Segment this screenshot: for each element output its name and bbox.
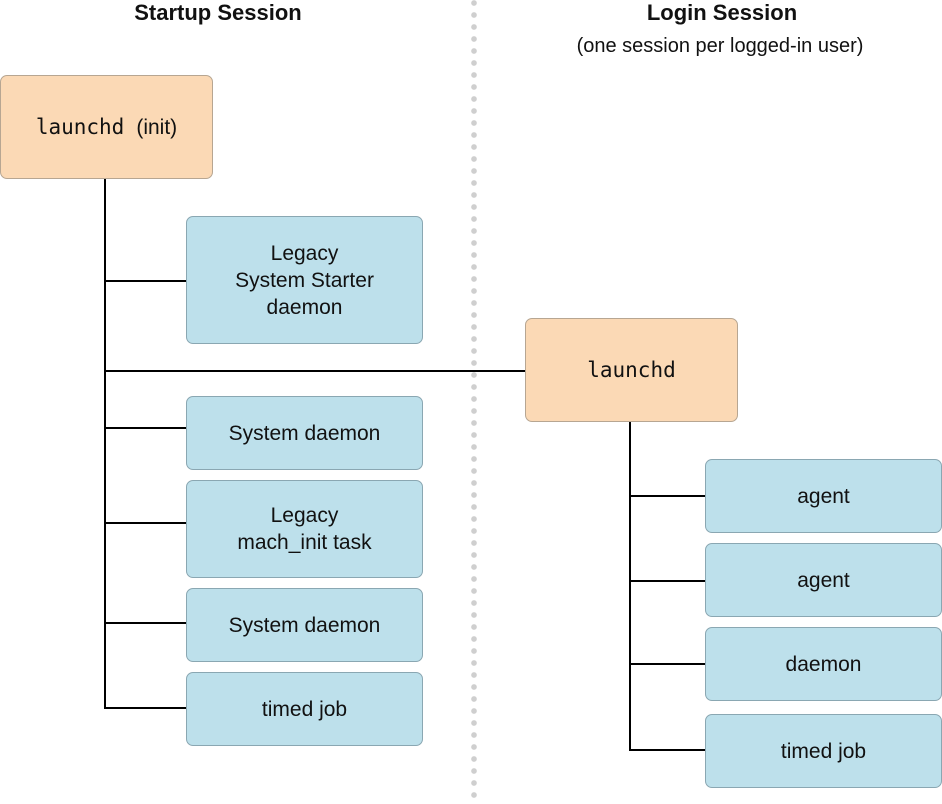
startup-branch-line — [104, 427, 187, 429]
cross-session-line — [104, 370, 526, 372]
system-daemon-box: System daemon — [186, 588, 423, 662]
legacy-mach-init-box: Legacy mach_init task — [186, 480, 423, 578]
startup-branch-line — [104, 707, 187, 709]
login-branch-line — [629, 495, 706, 497]
startup-branch-line — [104, 622, 187, 624]
login-branch-line — [629, 663, 706, 665]
login-branch-line — [629, 580, 706, 582]
login-trunk-line — [629, 421, 631, 751]
timed-job-box: timed job — [705, 714, 942, 788]
login-session-subtitle: (one session per logged-in user) — [576, 35, 864, 57]
startup-branch-line — [104, 522, 187, 524]
system-daemon-box: System daemon — [186, 396, 423, 470]
agent-box: agent — [705, 459, 942, 533]
startup-trunk-line — [104, 179, 106, 709]
login-branch-line — [629, 749, 706, 751]
launchd-init-label: launchd — [35, 114, 125, 139]
launchd-init-suffix: (init) — [136, 115, 178, 139]
startup-branch-line — [104, 280, 187, 282]
daemon-box: daemon — [705, 627, 942, 701]
session-divider — [471, 0, 477, 804]
startup-session-title: Startup Session — [134, 0, 302, 25]
launchd-login-box: launchd — [525, 318, 738, 422]
timed-job-box: timed job — [186, 672, 423, 746]
login-session-title: Login Session — [646, 0, 798, 25]
agent-box: agent — [705, 543, 942, 617]
launchd-init-box: launchd (init) — [0, 75, 213, 179]
legacy-system-starter-box: Legacy System Starter daemon — [186, 216, 423, 344]
launchd-login-label: launchd — [587, 357, 676, 382]
